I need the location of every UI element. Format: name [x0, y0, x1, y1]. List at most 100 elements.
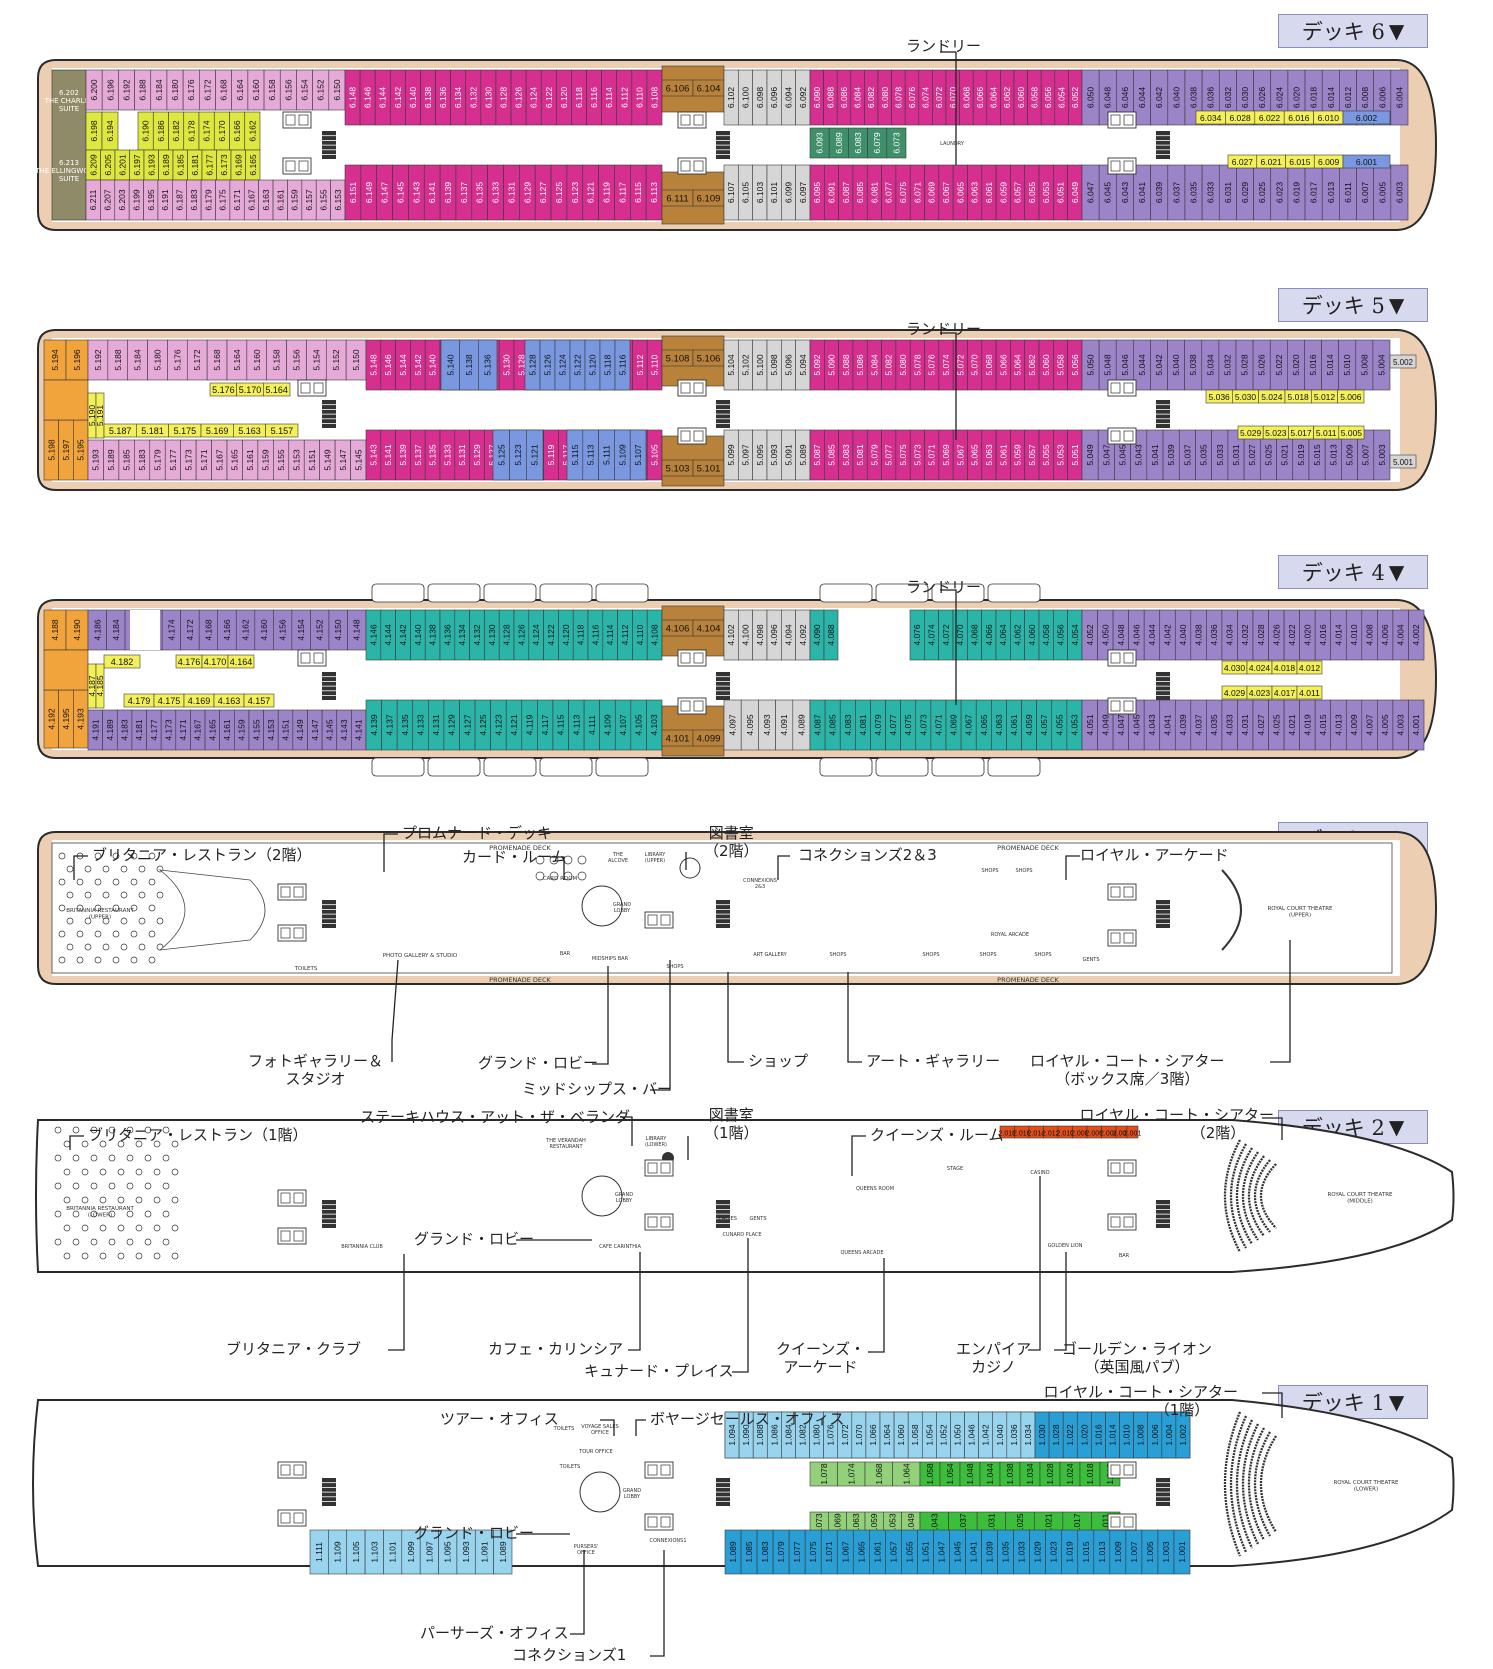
cabin-number: 6.050 [1086, 87, 1096, 109]
cabin-number: 5.014 [1325, 354, 1335, 376]
cabin [478, 339, 498, 391]
leader-line [777, 855, 790, 880]
lift-icon [1110, 1516, 1121, 1528]
restaurant-void [158, 869, 266, 951]
cabin-number: 4.161 [222, 719, 232, 741]
cabin-number: 1.033 [1017, 1541, 1027, 1563]
cabin-number: 4.171 [178, 719, 188, 741]
cabin-number: 5.179 [153, 449, 163, 471]
leader-line [388, 1254, 405, 1351]
table-icon [58, 930, 66, 938]
cabin-number: 6.078 [893, 87, 903, 109]
deck-6-tag[interactable]: デッキ 6▼ [1278, 14, 1428, 48]
cabin-number: 4.064 [998, 624, 1008, 646]
cabin-number: 6.117 [617, 182, 627, 203]
cabin-number: 6.110 [634, 87, 644, 108]
table-icon [66, 865, 74, 873]
cabin-number: 6.173 [219, 154, 229, 176]
cabin-number: 6.081 [869, 182, 879, 204]
cabin-number: 4.104 [697, 624, 721, 635]
lift-icon [280, 1464, 291, 1476]
cabin-number: 6.090 [812, 87, 822, 109]
cabin-number: 6.097 [798, 182, 808, 204]
cabin-number: 1.038 [1005, 1463, 1015, 1485]
table-icon [126, 1182, 134, 1190]
cabin-number: 4.103 [649, 714, 659, 736]
cabin-number: 4.162 [241, 619, 251, 641]
table-icon [148, 852, 156, 860]
cabin-number: 5.023 [1265, 428, 1287, 438]
cabin-number: 6.023 [1274, 182, 1284, 204]
cabin-number: 4.166 [222, 619, 232, 641]
table-icon [66, 917, 74, 925]
cabin-number: 5.133 [442, 444, 452, 466]
leader-line [1065, 855, 1080, 880]
cabin-number: 5.010 [1342, 354, 1352, 376]
cabin-number: 6.011 [1343, 182, 1353, 203]
plan-label: SHOPS [1015, 868, 1032, 874]
cabin [837, 1461, 866, 1487]
leader-line [868, 1258, 885, 1353]
table-icon [144, 1154, 152, 1162]
cabin-number: 4.192 [46, 708, 56, 730]
cabin-number: 6.128 [499, 87, 509, 109]
cabin-number: 5.171 [199, 449, 209, 471]
cabin-number: 6.043 [1120, 182, 1130, 204]
cabin-number: 1.089 [498, 1541, 508, 1563]
cabin-number: 4.102 [726, 624, 736, 646]
cabin-number: 6.166 [232, 120, 242, 142]
cabin-number: 6.026 [1257, 87, 1267, 109]
cabin-number: 6.074 [921, 87, 931, 109]
cabin-number: 6.157 [304, 189, 314, 211]
cabin-number: 4.017 [1274, 688, 1296, 698]
plan-label: SHOPS [981, 868, 998, 874]
queens-arcade-label: クイーンズ・アーケード [776, 1340, 865, 1376]
cabin-number: 6.151 [348, 182, 358, 204]
cabin-number: 4.195 [61, 708, 71, 730]
cabin-number: 4.073 [918, 714, 928, 736]
cabin-number: 4.011 [1299, 688, 1320, 698]
table-icon [112, 878, 120, 886]
cabin-number: 1.050 [953, 1424, 963, 1446]
deck-4-tag[interactable]: デッキ 4▼ [1278, 555, 1428, 589]
cabin-number: 5.065 [970, 444, 980, 466]
cabin-number: 6.067 [941, 182, 951, 204]
cabin-number: 4.068 [970, 624, 980, 646]
cabin-number: 6.001 [1356, 157, 1378, 167]
lifeboat [427, 583, 481, 603]
cabin-number: 6.126 [514, 87, 524, 109]
lift-icon [693, 700, 704, 712]
deck-5-tag[interactable]: デッキ 5▼ [1278, 288, 1428, 322]
cabin-number: 5.196 [72, 349, 82, 371]
leader-line [727, 972, 744, 1063]
cabin-number: 6.069 [927, 182, 937, 204]
cabin-number: 6.186 [156, 120, 166, 142]
cabin-number: 6.099 [784, 182, 794, 204]
cabin-number: 6.147 [380, 182, 390, 204]
cabin-number: 4.072 [941, 624, 951, 646]
cabin-number: 6.033 [1206, 182, 1216, 204]
cabin-number: 5.084 [869, 354, 879, 376]
cabin-number: 5.128 [528, 354, 538, 376]
cabin-number: 4.067 [964, 714, 974, 736]
plan-label: GOLDEN LION [1048, 1243, 1083, 1249]
cabin-number: 6.179 [203, 189, 213, 211]
royal-court-box-label: ロイヤル・コート・シアター（ボックス席／3階） [1030, 1052, 1225, 1088]
laundry-label-5: ランドリー [906, 320, 982, 338]
cabin-number: 4.087 [813, 714, 823, 736]
cabin-number: 1.034 [1023, 1424, 1033, 1446]
cabin-number: 5.007 [1361, 444, 1371, 466]
plan-label: MIDSHIPS BAR [592, 956, 629, 962]
cunard-place-label: キュナード・プレイス [584, 1362, 734, 1380]
lift-icon [647, 1216, 658, 1228]
cabin-number: 4.053 [1069, 714, 1079, 736]
steakhouse-label: ステーキハウス・アット・ザ・ベランダ [360, 1108, 631, 1126]
cabin-number: 5.121 [530, 444, 540, 466]
cabin-number: 5.019 [1296, 444, 1306, 466]
cabin-number: 5.140 [445, 354, 455, 376]
table-icon [54, 1210, 62, 1218]
cabin-number: 4.100 [741, 624, 751, 646]
cabin-number: 5.032 [1222, 354, 1232, 376]
cabin-number: 4.143 [339, 719, 349, 741]
cabin-number: 1.063 [851, 1513, 861, 1535]
